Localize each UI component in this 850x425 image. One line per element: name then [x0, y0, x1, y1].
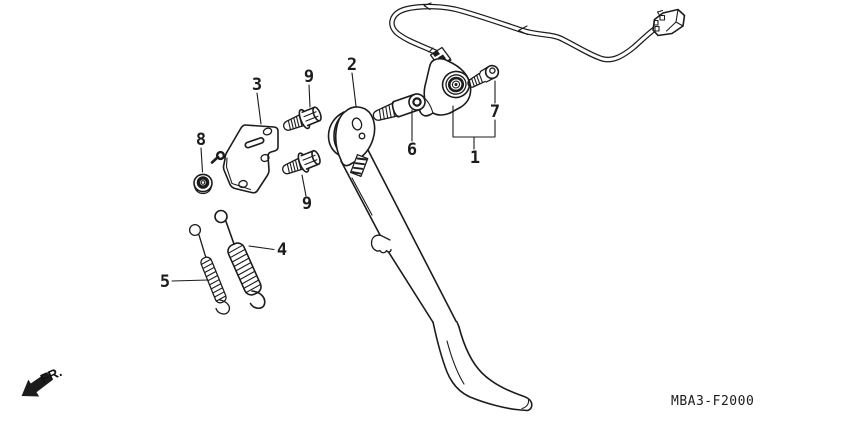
spring-lug — [371, 235, 393, 253]
spring-hook-bottom — [215, 299, 231, 315]
callout-label-2: 2 — [347, 55, 357, 75]
leader-2 — [351, 72, 357, 107]
switch-wire-harness — [389, 2, 659, 63]
switch-screw — [467, 64, 500, 88]
pivot-bolt — [372, 93, 426, 121]
screw-recess — [489, 67, 496, 74]
callout-label-5: 5 — [160, 272, 170, 292]
callout-label-9-lower: 9 — [302, 194, 312, 214]
cable-clip-mark — [517, 25, 529, 36]
terminal — [432, 50, 440, 57]
side-stand-bar — [327, 106, 533, 412]
callout-label-7: 7 — [490, 102, 500, 122]
leader-3 — [256, 92, 262, 125]
pivot-pin — [215, 150, 226, 161]
leader-9-upper — [308, 84, 311, 108]
pivot-nut — [193, 173, 213, 195]
flange-bolt-upper — [283, 106, 322, 131]
connector-pin — [653, 19, 659, 26]
socket-head-face — [408, 93, 426, 111]
bracket-hole — [262, 127, 273, 136]
pivot-bolt-hole — [351, 117, 363, 131]
front-direction-mark: FR. — [21, 364, 64, 397]
bolt-head — [312, 106, 322, 122]
screw-head-face — [484, 64, 500, 80]
bracket-line-1 — [452, 105, 496, 138]
front-direction-label: FR. — [38, 364, 64, 387]
connector-plug — [652, 8, 686, 37]
leader-lines — [171, 72, 496, 282]
connector-pin — [659, 14, 666, 21]
callout-label-3: 3 — [252, 75, 262, 95]
callout-label-6: 6 — [407, 140, 417, 160]
cable-clip-mark-2 — [423, 2, 432, 11]
spring-inner — [188, 223, 231, 315]
stand-bracket-plate — [210, 124, 279, 194]
leader-4 — [248, 245, 275, 251]
hex-socket — [412, 97, 422, 107]
spring-outer — [214, 209, 266, 310]
stand-foot — [433, 322, 532, 411]
diagram-code: MBA3-F2000 — [671, 394, 754, 409]
callout-label-8: 8 — [196, 130, 206, 150]
callout-label-9-upper: 9 — [304, 67, 314, 87]
callout-label-1: 1 — [470, 148, 480, 168]
leader-8 — [200, 147, 204, 173]
leader-5 — [171, 279, 209, 282]
stand-switch-assembly — [418, 46, 472, 117]
front-arrow-icon — [21, 372, 53, 397]
callout-labels: 1 2 3 4 5 6 7 8 9 9 — [160, 55, 500, 292]
bracket-hole — [238, 179, 248, 189]
leader-9-lower — [301, 174, 307, 197]
bracket-hole — [260, 153, 270, 163]
bolt-head — [311, 149, 321, 166]
connector-pin — [654, 25, 660, 32]
flange-bolt-lower — [282, 149, 321, 175]
spring-hook-top — [188, 223, 202, 237]
spring-hook-top — [214, 209, 228, 224]
spring-hole — [358, 132, 366, 140]
stopper-pad — [349, 154, 369, 178]
spring-hook-bottom — [249, 290, 266, 310]
callout-label-4: 4 — [277, 240, 287, 260]
